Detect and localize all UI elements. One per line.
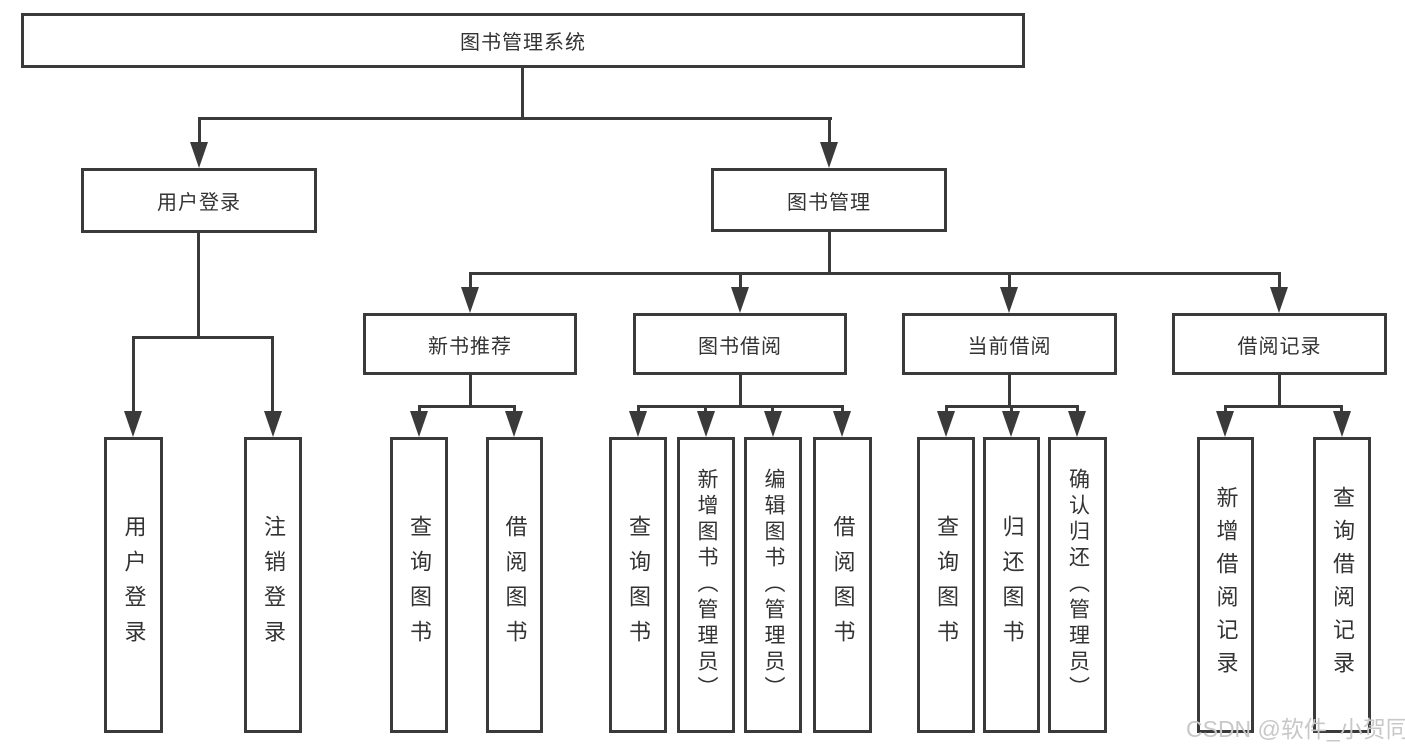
arrow-down-icon bbox=[764, 411, 782, 437]
arrow-down-icon bbox=[461, 287, 479, 313]
leaf-add-book-admin: 新增图书（管理员） bbox=[677, 437, 735, 733]
connector-arm bbox=[704, 405, 707, 413]
arrow-down-icon bbox=[410, 411, 428, 437]
connector-arm-book-borrow bbox=[739, 272, 742, 289]
node-user-login: 用户登录 bbox=[81, 168, 317, 233]
connector-arm bbox=[1340, 405, 1343, 413]
connector-new-book-stem bbox=[469, 375, 472, 408]
connector-arm bbox=[1224, 405, 1227, 413]
connector-book-management-bar bbox=[469, 272, 1281, 275]
connector-current-borrow-stem bbox=[1008, 375, 1011, 408]
arrow-down-icon bbox=[629, 411, 647, 437]
connector-arm-leaf-user-login bbox=[132, 336, 135, 413]
leaf-logout: 注销登录 bbox=[244, 437, 302, 733]
connector-arm bbox=[637, 405, 640, 413]
connector-user-login-bar bbox=[132, 336, 274, 339]
csdn-watermark: CSDN @软件_小贺同学 bbox=[1186, 716, 1405, 742]
arrow-down-icon bbox=[505, 411, 523, 437]
arrow-down-icon bbox=[1270, 287, 1288, 313]
node-new-book-recommend: 新书推荐 bbox=[363, 313, 577, 375]
node-book-borrow: 图书借阅 bbox=[633, 313, 847, 375]
arrow-down-icon bbox=[820, 142, 838, 168]
leaf-borrow-books-borrow: 借阅图书 bbox=[813, 437, 872, 733]
connector-arm bbox=[945, 405, 948, 413]
arrow-down-icon bbox=[124, 411, 142, 437]
connector-arm-borrow-records bbox=[1278, 272, 1281, 289]
connector-arm bbox=[418, 405, 421, 413]
arrow-down-icon bbox=[1000, 287, 1018, 313]
leaf-return-book: 归还图书 bbox=[983, 437, 1040, 733]
connector-arm-user-login bbox=[198, 117, 201, 145]
leaf-confirm-return-admin: 确认归还（管理员） bbox=[1048, 437, 1107, 733]
leaf-query-books-current: 查询图书 bbox=[917, 437, 975, 733]
leaf-user-login: 用户登录 bbox=[104, 437, 163, 733]
connector-arm bbox=[513, 405, 516, 413]
connector-borrow-records-bar bbox=[1224, 405, 1342, 408]
connector-arm-book-management bbox=[828, 117, 831, 145]
leaf-add-borrow-record: 新增借阅记录 bbox=[1197, 437, 1254, 733]
connector-root-bar bbox=[198, 117, 832, 120]
arrow-down-icon bbox=[1002, 411, 1020, 437]
connector-new-book-bar bbox=[418, 405, 515, 408]
arrow-down-icon bbox=[1216, 411, 1234, 437]
arrow-down-icon bbox=[1068, 411, 1086, 437]
node-current-borrow: 当前借阅 bbox=[902, 313, 1117, 375]
arrow-down-icon bbox=[264, 411, 282, 437]
arrow-down-icon bbox=[697, 411, 715, 437]
connector-arm bbox=[1076, 405, 1079, 413]
arrow-down-icon bbox=[833, 411, 851, 437]
leaf-query-borrow-record: 查询借阅记录 bbox=[1313, 437, 1371, 733]
arrow-down-icon bbox=[190, 142, 208, 168]
connector-book-management-stem bbox=[828, 232, 831, 275]
connector-arm-leaf-logout bbox=[271, 336, 274, 413]
connector-user-login-stem bbox=[197, 233, 200, 339]
arrow-down-icon bbox=[937, 411, 955, 437]
node-book-management: 图书管理 bbox=[711, 168, 947, 232]
arrow-down-icon bbox=[1333, 411, 1351, 437]
connector-arm-current-borrow bbox=[1008, 272, 1011, 289]
leaf-edit-book-admin: 编辑图书（管理员） bbox=[744, 437, 802, 733]
connector-borrow-records-stem bbox=[1278, 375, 1281, 408]
node-borrow-records: 借阅记录 bbox=[1172, 313, 1387, 375]
leaf-query-books-borrow: 查询图书 bbox=[609, 437, 667, 733]
connector-book-borrow-stem bbox=[739, 375, 742, 408]
node-root-library-management-system: 图书管理系统 bbox=[21, 13, 1025, 68]
leaf-query-books-new: 查询图书 bbox=[390, 437, 448, 733]
connector-arm bbox=[841, 405, 844, 413]
connector-arm bbox=[771, 405, 774, 413]
leaf-borrow-books-new: 借阅图书 bbox=[486, 437, 543, 733]
connector-book-borrow-bar bbox=[637, 405, 843, 408]
connector-root-stem bbox=[521, 66, 524, 120]
connector-arm-new-book bbox=[469, 272, 472, 289]
arrow-down-icon bbox=[731, 287, 749, 313]
connector-arm bbox=[1010, 405, 1013, 413]
